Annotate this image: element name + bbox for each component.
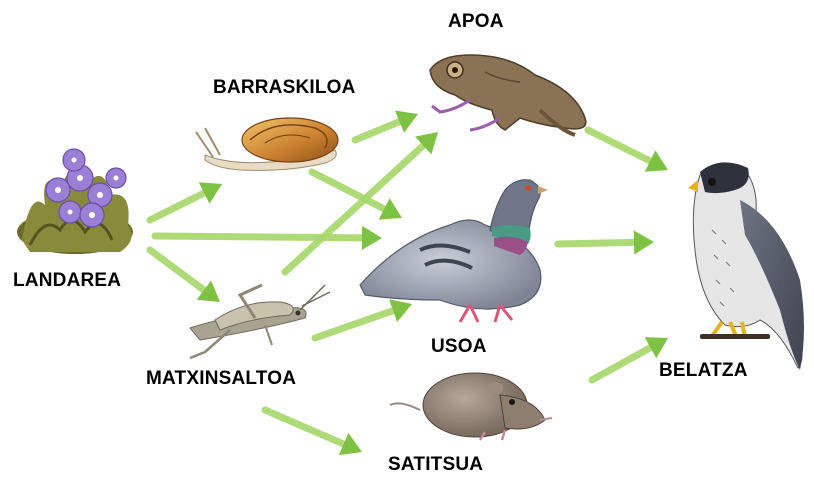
- arrow-matxinsaltoa-to-usoa: [315, 299, 412, 338]
- snail-icon: [196, 118, 338, 170]
- label-satitsua: SATITSUA: [388, 454, 483, 476]
- arrow-shaft: [150, 250, 204, 290]
- label-usoa: USOA: [431, 336, 487, 358]
- label-apoa: APOA: [448, 11, 504, 33]
- arrow-barraskiloa-to-apoa: [355, 111, 418, 140]
- arrow-satitsua-to-belatza: [592, 337, 668, 380]
- label-matxinsaltoa: MATXINSALTOA: [146, 368, 296, 390]
- toad-icon: [430, 55, 586, 135]
- arrow-shaft: [265, 410, 344, 444]
- arrow-shaft: [558, 242, 634, 244]
- arrow-matxinsaltoa-to-satitsua: [265, 410, 362, 455]
- arrow-shaft: [355, 122, 400, 140]
- arrow-apoa-to-belatza: [588, 130, 668, 172]
- arrow-landarea-to-barraskiloa: [150, 182, 222, 220]
- arrow-landarea-to-usoa: [155, 226, 382, 250]
- plant-icon: [17, 149, 133, 254]
- arrow-shaft: [150, 193, 204, 220]
- arrow-head: [362, 226, 382, 250]
- label-landarea: LANDAREA: [13, 270, 121, 292]
- arrow-shaft: [592, 348, 650, 380]
- arrow-usoa-to-belatza: [558, 230, 654, 254]
- falcon-icon: [688, 162, 804, 370]
- shrew-icon: [390, 373, 552, 440]
- arrow-head: [634, 230, 654, 254]
- label-barraskiloa: BARRASKILOA: [213, 77, 356, 99]
- label-belatza: BELATZA: [659, 360, 748, 382]
- arrow-shaft: [315, 311, 393, 338]
- arrow-shaft: [588, 130, 650, 161]
- arrow-landarea-to-matxinsaltoa: [150, 250, 220, 302]
- arrow-shaft: [155, 236, 362, 238]
